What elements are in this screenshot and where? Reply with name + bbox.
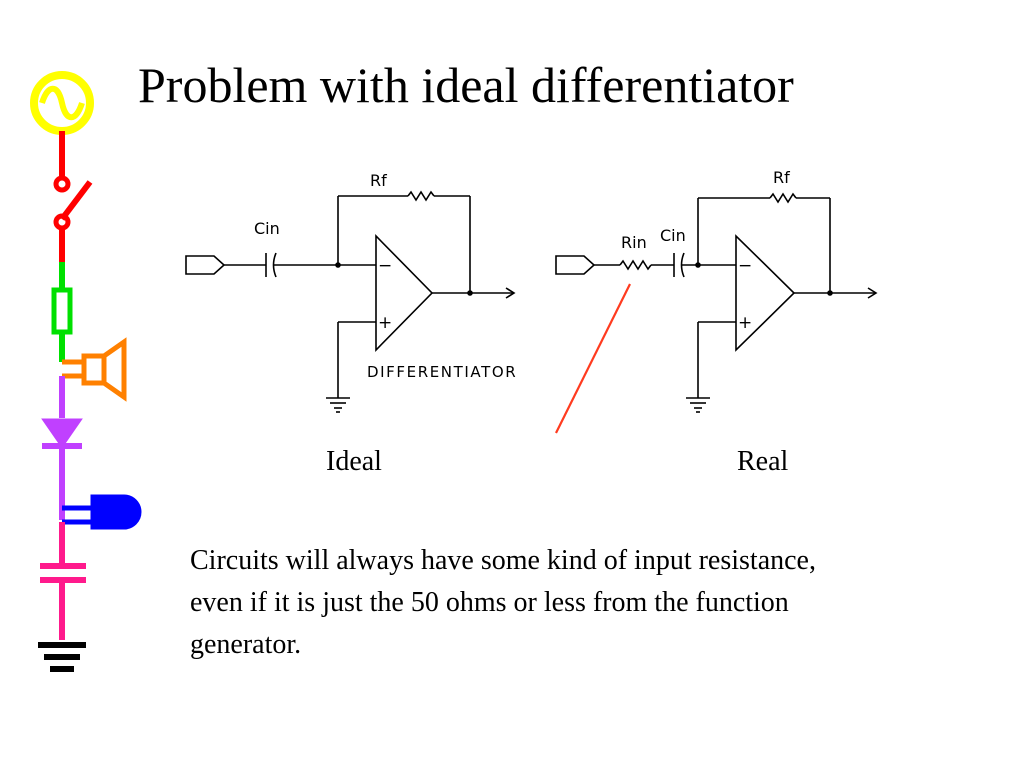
speaker-icon [62,337,127,402]
ideal-rf-label: Rf [370,171,387,190]
ideal-caption: Ideal [326,446,382,477]
real-rf-resistor [769,192,797,204]
diode-icon [41,376,83,500]
real-minus-label: − [738,256,752,276]
ideal-circuit [185,190,516,413]
slide-title: Problem with ideal differentiator [138,57,794,113]
real-circuit [555,192,878,413]
real-cin-label: Cin [660,226,686,245]
ideal-plus-label: + [378,313,392,333]
real-rin-label: Rin [621,233,647,252]
real-opamp [735,234,796,352]
ideal-labels: Cin Rf − + DIFFERENTIATOR [254,171,517,381]
ideal-differentiator-label: DIFFERENTIATOR [367,363,517,381]
switch-icon [53,131,93,262]
capacitor-icon [40,522,86,640]
real-plus-label: + [738,313,752,333]
real-caption: Real [737,446,789,477]
ideal-opamp [375,234,434,352]
fuse-icon [51,262,73,362]
decorative-component-strip [30,71,142,672]
real-rf-label: Rf [773,168,790,187]
pointer-arrow [555,283,631,434]
led-icon [59,494,142,530]
ideal-cin-label: Cin [254,219,280,238]
ideal-ground-symbol [326,397,350,413]
ideal-input-terminal [185,255,226,275]
real-labels: Rin Cin Rf − + [621,168,790,333]
body-line: generator. [190,629,302,660]
real-ground-symbol [686,397,710,413]
body-line: Circuits will always have some kind of i… [190,545,816,576]
body-line: even if it is just the 50 ohms or less f… [190,587,789,618]
ideal-minus-label: − [378,256,392,276]
real-rin-resistor [619,259,652,271]
ideal-rf-resistor [407,190,435,202]
real-input-terminal [555,255,596,275]
ground-icon [38,642,86,672]
body-paragraph: Circuits will always have some kind of i… [190,540,980,666]
